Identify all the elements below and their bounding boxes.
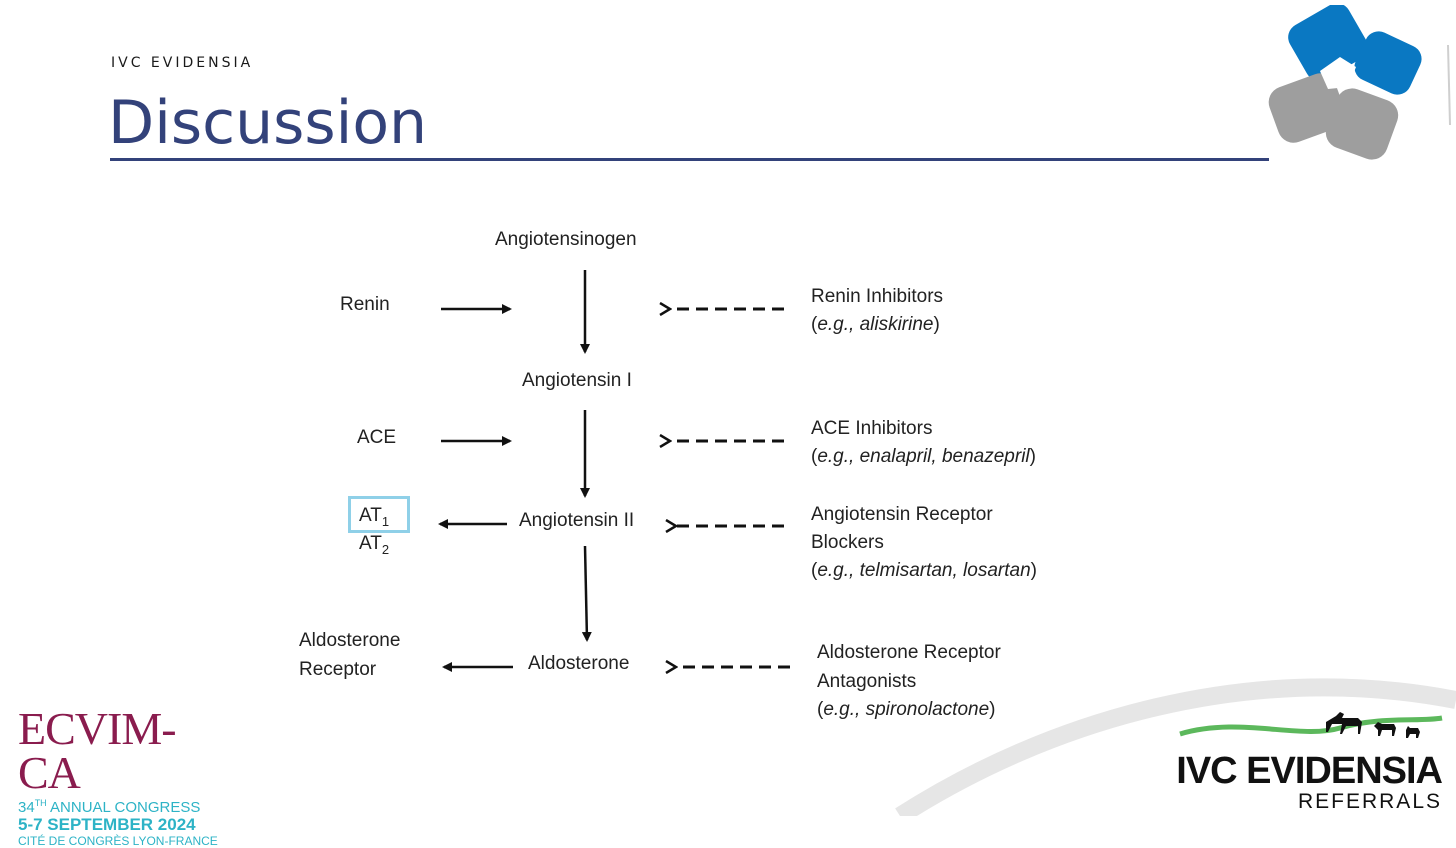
aldo-receptor-line2: Receptor xyxy=(299,659,377,680)
renin-inhibitors-label: Renin Inhibitors xyxy=(811,286,944,307)
arb-example: (e.g., telmisartan, losartan) xyxy=(811,560,1037,581)
ara-label-line1: Aldosterone Receptor xyxy=(817,642,1001,663)
arb-label-line2: Blockers xyxy=(811,532,884,553)
raas-diagram xyxy=(438,270,1456,816)
arb-label-line1: Angiotensin Receptor xyxy=(811,504,993,525)
ecvim-title: ECVIM-CA xyxy=(18,703,177,798)
ecvim-congress-logo: ECVIM-CA 34TH ANNUAL CONGRESS 5-7 SEPTEM… xyxy=(18,703,228,848)
node-angiotensin-1: Angiotensin I xyxy=(522,370,632,391)
ecvim-venue: CITÉ DE CONGRÈS LYON-FRANCE xyxy=(18,834,218,848)
ecvim-dates: 5-7 SEPTEMBER 2024 xyxy=(18,815,196,834)
receptor-at1: AT1 xyxy=(359,505,390,529)
at1-highlight-box xyxy=(348,496,410,533)
arrow-ang2-to-aldosterone xyxy=(581,545,592,642)
node-aldosterone: Aldosterone xyxy=(528,653,630,674)
node-angiotensinogen: Angiotensinogen xyxy=(495,229,637,250)
aldo-receptor-line1: Aldosterone xyxy=(299,630,401,651)
enzyme-renin: Renin xyxy=(340,294,390,315)
ara-label-line2: Antagonists xyxy=(817,671,917,692)
ace-inhibitors-label: ACE Inhibitors xyxy=(811,418,933,439)
ivc-cross-logo-icon xyxy=(1268,5,1451,160)
title-underline xyxy=(110,158,1269,161)
node-angiotensin-2: Angiotensin II xyxy=(519,510,635,531)
brand-label: IVC EVIDENSIA xyxy=(111,55,254,71)
receptor-at2: AT2 xyxy=(359,533,390,557)
ace-inhibitors-example: (e.g., enalapril, benazepril) xyxy=(811,446,1036,467)
ecvim-congress-line: 34TH ANNUAL CONGRESS xyxy=(18,798,201,816)
renin-inhibitors-example: (e.g., aliskirine) xyxy=(811,314,940,335)
animals-silhouette-icon xyxy=(1326,712,1420,738)
enzyme-ace: ACE xyxy=(357,427,397,448)
ivc-referrals-logo-text: REFERRALS xyxy=(1297,790,1442,813)
ivc-evidensia-logo-text: IVC EVIDENSIA xyxy=(1176,750,1443,792)
page-title: Discussion xyxy=(108,88,428,158)
ara-example: (e.g., spironolactone) xyxy=(817,699,996,720)
